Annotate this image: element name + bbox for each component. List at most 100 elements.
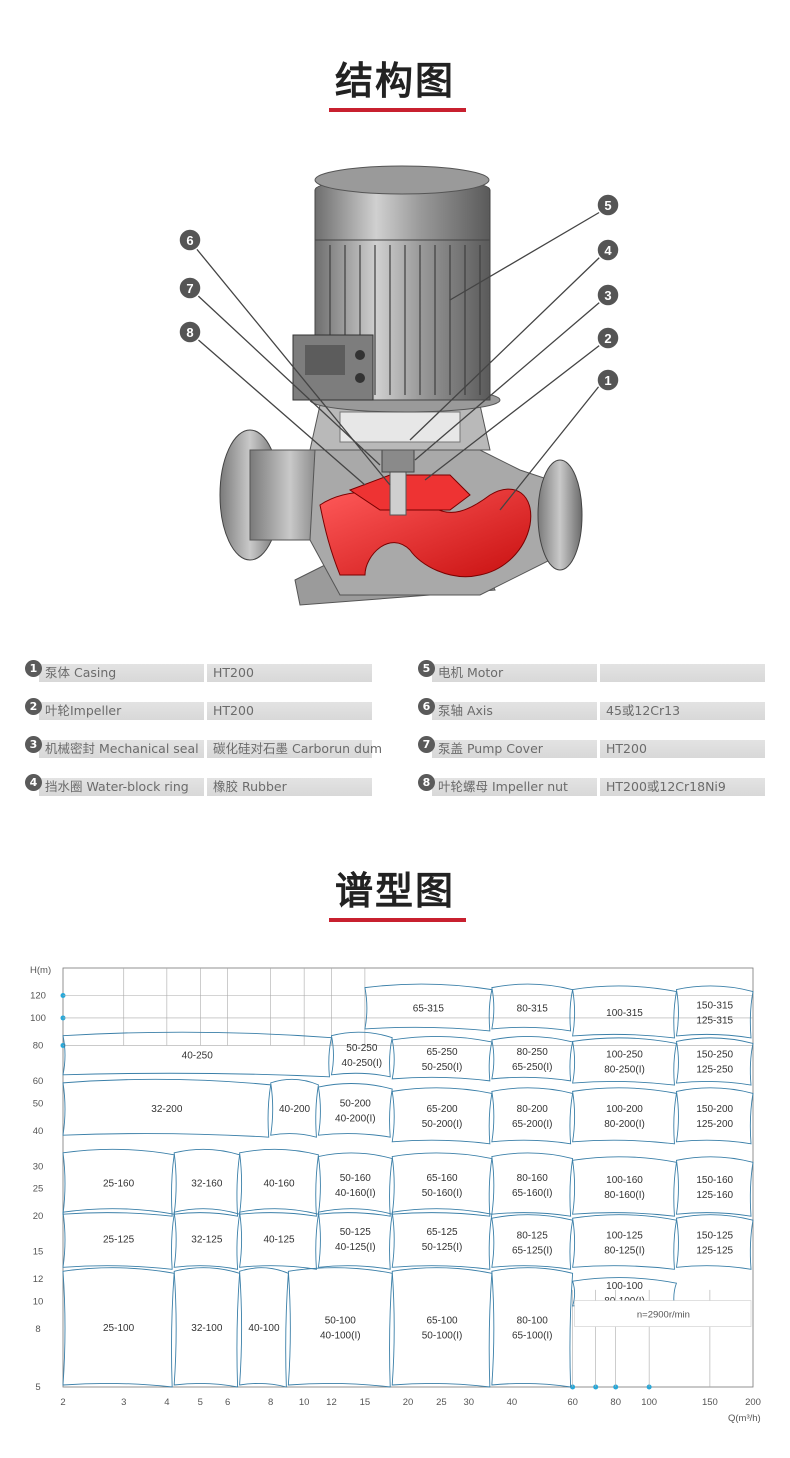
- part-name: 机械密封 Mechanical seal: [39, 740, 204, 758]
- part-number-badge: 7: [418, 736, 435, 753]
- model-label: 150-160: [696, 1175, 733, 1186]
- x-tick-label: 12: [326, 1397, 337, 1408]
- model-label: 25-160: [103, 1179, 135, 1190]
- model-label: 80-100: [517, 1316, 549, 1327]
- performance-region: [391, 1035, 493, 1082]
- y-tick-label: 20: [33, 1211, 44, 1222]
- performance-region: [391, 1152, 493, 1217]
- model-label: 40-125(I): [335, 1242, 376, 1253]
- model-label: 32-100: [191, 1323, 223, 1334]
- performance-region: [173, 1148, 241, 1217]
- performance-region: [572, 985, 677, 1039]
- model-label: 125-200: [696, 1119, 733, 1130]
- callout-1: 1: [604, 373, 611, 388]
- x-tick-label: 80: [610, 1397, 621, 1408]
- performance-region: [572, 1214, 677, 1270]
- performance-region: [62, 1031, 333, 1078]
- x-tick-label: 200: [745, 1397, 761, 1408]
- part-name: 挡水圈 Water-block ring: [39, 778, 204, 796]
- model-label: 40-250(I): [342, 1058, 383, 1069]
- callout-2: 2: [604, 331, 611, 346]
- performance-region: [364, 983, 493, 1032]
- model-label: 65-100(I): [512, 1331, 553, 1342]
- model-label: 32-200: [151, 1104, 183, 1115]
- x-tick-label: 6: [225, 1397, 230, 1408]
- model-label: 50-250(I): [422, 1062, 463, 1073]
- performance-region: [239, 1148, 319, 1217]
- model-label: 150-200: [696, 1104, 733, 1115]
- performance-region: [391, 1208, 493, 1270]
- part-number-badge: 1: [25, 660, 42, 677]
- x-tick-label: 40: [507, 1397, 518, 1408]
- model-label: 50-250: [346, 1043, 378, 1054]
- part-number-badge: 3: [25, 736, 42, 753]
- performance-region: [270, 1078, 319, 1138]
- performance-region: [491, 1267, 574, 1388]
- part-name: 泵轴 Axis: [432, 702, 597, 720]
- model-label: 40-100(I): [320, 1331, 361, 1342]
- model-label: 65-125(I): [512, 1245, 553, 1256]
- x-tick-label: 150: [702, 1397, 718, 1408]
- x-axis-label: Q(m³/h): [728, 1413, 761, 1424]
- x-tick-label: 60: [567, 1397, 578, 1408]
- model-label: 65-200(I): [512, 1119, 553, 1130]
- model-label: 40-160(I): [335, 1188, 376, 1199]
- y-tick-label: 8: [35, 1324, 40, 1335]
- performance-region: [675, 985, 754, 1039]
- model-label: 80-200: [517, 1104, 549, 1115]
- performance-region: [491, 1087, 574, 1145]
- model-label: 50-160(I): [422, 1188, 463, 1199]
- spectrum-svg: H(m)Q(m³/h)12010080605040302520151210852…: [30, 965, 761, 1424]
- part-name: 叶轮螺母 Impeller nut: [432, 778, 597, 796]
- x-tick-label: 25: [436, 1397, 447, 1408]
- model-label: 25-125: [103, 1235, 135, 1246]
- part-number-badge: 4: [25, 774, 42, 791]
- y-tick-label: 40: [33, 1126, 44, 1137]
- part-number-badge: 8: [418, 774, 435, 791]
- callout-markers: [178, 193, 620, 392]
- performance-region: [62, 1078, 272, 1138]
- performance-region: [62, 1267, 175, 1388]
- model-label: 80-250: [517, 1047, 549, 1058]
- part-number-badge: 6: [418, 698, 435, 715]
- x-tick-label: 10: [299, 1397, 310, 1408]
- model-label: 125-250: [696, 1065, 733, 1076]
- y-tick-label: 50: [33, 1098, 44, 1109]
- model-label: 100-315: [606, 1008, 643, 1019]
- part-material: 橡胶 Rubber: [207, 778, 372, 796]
- x-tick-label: 100: [641, 1397, 657, 1408]
- part-material: 45或12Cr13: [600, 702, 765, 720]
- model-label: 65-250: [426, 1047, 458, 1058]
- performance-region: [675, 1214, 754, 1270]
- callout-3: 3: [604, 288, 611, 303]
- performance-region: [391, 1267, 493, 1388]
- model-label: 125-160: [696, 1190, 733, 1201]
- part-number-badge: 2: [25, 698, 42, 715]
- performance-region: [62, 1148, 175, 1217]
- model-label: 32-125: [191, 1235, 223, 1246]
- part-material: HT200: [207, 664, 372, 682]
- model-label: 150-315: [696, 1000, 733, 1011]
- plot-frame: [62, 967, 754, 1388]
- model-label: 100-250: [606, 1050, 643, 1061]
- model-label: 40-200(I): [335, 1114, 376, 1125]
- pump-drawing: 6 7 8 5 4 3 2 1: [178, 165, 620, 606]
- callout-8: 8: [186, 325, 193, 340]
- performance-region: [675, 1156, 754, 1217]
- spectrum-title-underline: [329, 918, 466, 922]
- y-tick-label: 10: [33, 1297, 44, 1308]
- callout-6: 6: [186, 233, 193, 248]
- model-label: 50-200(I): [422, 1119, 463, 1130]
- x-tick-label: 3: [121, 1397, 126, 1408]
- speed-note: n=2900r/min: [637, 1310, 690, 1321]
- model-label: 100-125: [606, 1230, 643, 1241]
- callout-5: 5: [604, 198, 611, 213]
- performance-region: [317, 1152, 393, 1217]
- performance-region: [173, 1208, 241, 1270]
- y-tick-label: 80: [33, 1040, 44, 1051]
- model-label: 125-315: [696, 1015, 733, 1026]
- performance-region: [675, 1037, 754, 1086]
